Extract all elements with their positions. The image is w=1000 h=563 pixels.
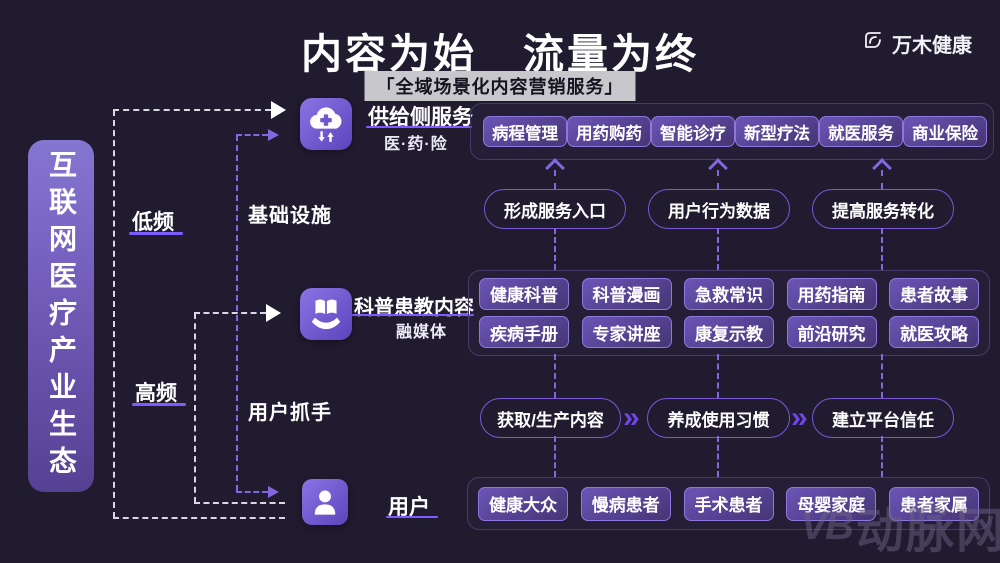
arrow-right-icon [266, 304, 281, 322]
content-item: 专家讲座 [581, 316, 672, 349]
connector-dash [881, 354, 883, 398]
user-segment-item: 慢病患者 [580, 486, 671, 521]
content-item: 前沿研究 [786, 316, 877, 349]
book-hand-icon [300, 288, 352, 340]
supply-items-group: 病程管理 用药购药 智能诊疗 新型疗法 就医服务 商业保险 [470, 103, 994, 160]
content-items-row2: 疾病手册 专家讲座 康复示教 前沿研究 就医攻略 [479, 316, 979, 349]
funnel-pill: 用户行为数据 [648, 189, 790, 229]
label-high-frequency: 高频 [135, 382, 177, 405]
arrow-right-icon [268, 486, 279, 498]
user-segment-item: 手术患者 [683, 486, 774, 521]
connector-dash [554, 228, 556, 270]
content-item: 康复示教 [684, 316, 774, 349]
content-item: 用药指南 [786, 277, 877, 310]
arrow-right-icon [268, 129, 279, 141]
dashed-line [113, 109, 271, 111]
dashed-line-purple [236, 134, 268, 136]
user-segment-item: 健康大众 [478, 486, 568, 521]
underline [129, 232, 183, 235]
supply-item: 就医服务 [819, 116, 903, 147]
connector-dash [881, 228, 883, 270]
dashed-line [113, 517, 285, 519]
supply-item: 智能诊疗 [651, 116, 735, 147]
content-item: 就医攻略 [889, 316, 979, 349]
dashed-line-purple [236, 491, 268, 493]
dashed-line [113, 110, 115, 518]
supply-item: 商业保险 [903, 116, 987, 147]
content-item: 疾病手册 [479, 316, 569, 349]
connector-dash [717, 436, 719, 477]
cloud-service-icon [300, 98, 352, 150]
content-item: 健康科普 [479, 277, 569, 310]
title-part-1: 内容为始 [301, 31, 477, 77]
funnel-pill: 形成服务入口 [484, 189, 626, 229]
user-segment-item: 患者家属 [889, 486, 979, 521]
connector-dash [554, 170, 556, 189]
connector-dash [554, 436, 556, 477]
content-layer-title: 科普患教内容 [354, 297, 474, 319]
supply-item: 新型疗法 [735, 116, 819, 147]
content-items-row1: 健康科普 科普漫画 急救常识 用药指南 患者故事 [479, 277, 979, 310]
watermark-text: 动脉网 [855, 505, 1000, 558]
content-items-group: 健康科普 科普漫画 急救常识 用药指南 患者故事 疾病手册 专家讲座 康复示教 … [468, 270, 990, 356]
brand-leaf-icon [861, 28, 885, 58]
connector-dash [881, 170, 883, 189]
users-items-group: 健康大众 慢病患者 手术患者 母婴家庭 患者家属 [467, 477, 990, 530]
journey-pill: 养成使用习惯 [647, 398, 790, 438]
supply-layer-tag: 医·药·险 [384, 136, 448, 153]
dashed-line [194, 313, 196, 503]
supply-layer-title: 供给侧服务 [368, 106, 473, 129]
user-segment-item: 母婴家庭 [786, 486, 877, 521]
connector-dash [881, 436, 883, 477]
content-item: 患者故事 [889, 277, 979, 310]
connector-dash [717, 170, 719, 189]
dashed-line [194, 312, 266, 314]
page-subtitle: 「全域场景化内容营销服务」 [364, 71, 636, 101]
label-low-frequency: 低频 [132, 211, 174, 234]
journey-pill: 获取/生产内容 [480, 398, 621, 438]
connector-dash [717, 354, 719, 398]
sidebar-ecosystem: 互联网医疗产业生态 [28, 140, 94, 492]
underline [132, 403, 186, 406]
underline [366, 126, 472, 128]
underline [352, 314, 474, 316]
label-infrastructure: 基础设施 [248, 205, 332, 227]
chevron-separator-icon: » [623, 401, 640, 434]
label-user-grip: 用户抓手 [248, 402, 332, 424]
supply-item: 病程管理 [483, 116, 567, 147]
supply-item: 用药购药 [567, 116, 651, 147]
dashed-line [194, 502, 285, 504]
content-layer-tag: 融媒体 [396, 324, 448, 341]
connector-dash [717, 228, 719, 270]
user-icon [302, 479, 348, 525]
funnel-pill: 提高服务转化 [812, 189, 954, 229]
brand-logo: 万木健康 [861, 28, 972, 58]
content-item: 急救常识 [684, 277, 774, 310]
watermark-logo: VB [800, 503, 854, 548]
sidebar-label: 互联网医疗产业生态 [46, 149, 77, 483]
connector-dash [554, 354, 556, 398]
watermark: VB 动脉网 [800, 491, 1000, 561]
users-layer-title: 用户 [388, 496, 430, 519]
content-item: 科普漫画 [581, 277, 672, 310]
journey-pill: 建立平台信任 [812, 398, 954, 438]
arrow-right-icon [271, 101, 286, 119]
brand-name: 万木健康 [892, 34, 972, 57]
page-title: 内容为始 流量为终 [0, 20, 1000, 80]
chevron-separator-icon: » [791, 401, 808, 434]
title-part-2: 流量为终 [523, 31, 699, 77]
underline [386, 516, 438, 518]
dashed-line-purple [236, 135, 238, 491]
